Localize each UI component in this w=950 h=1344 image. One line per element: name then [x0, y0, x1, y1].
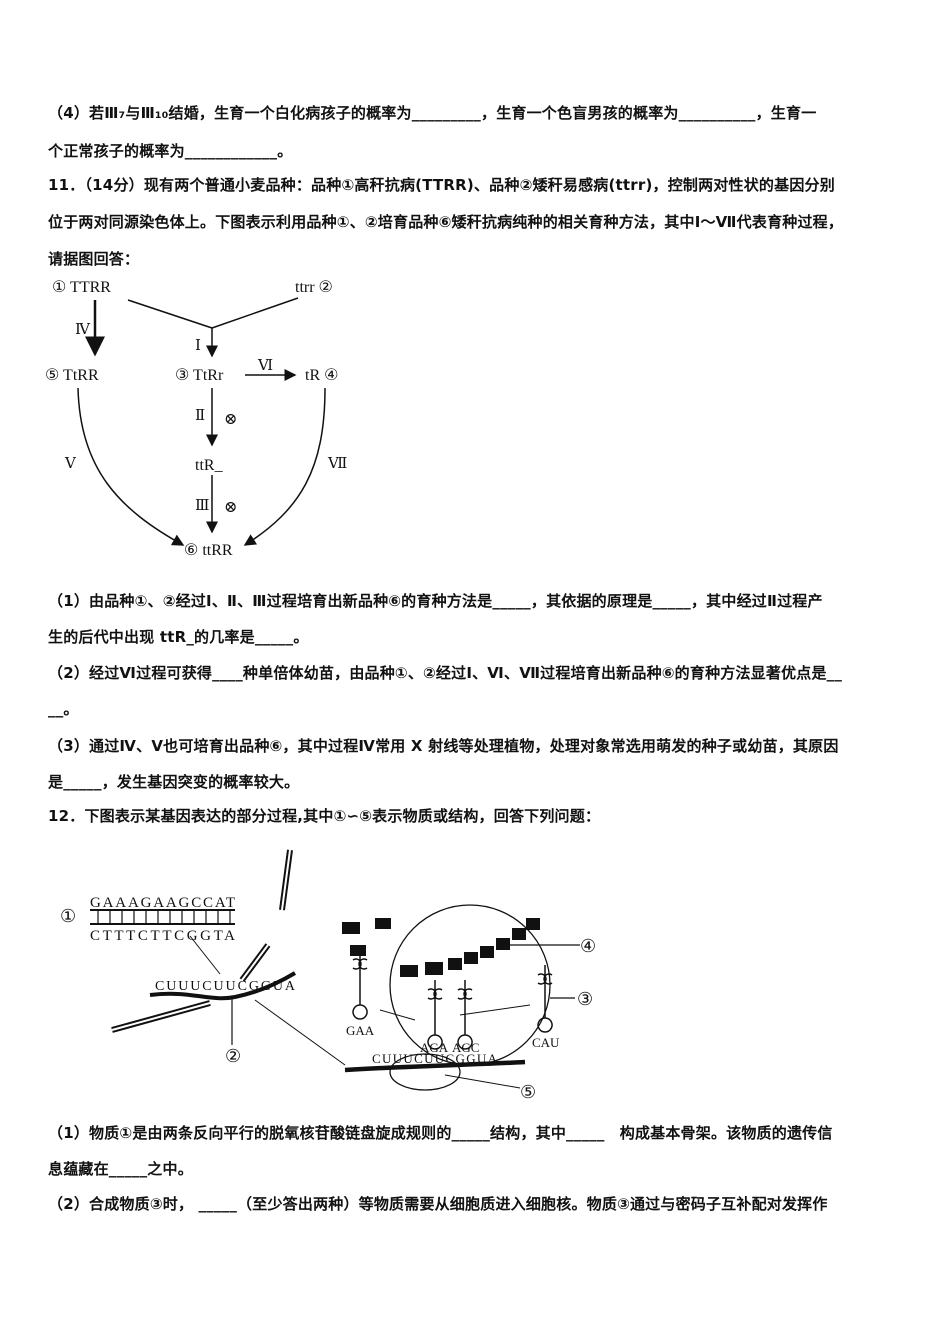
q11-intro-line3: 请据图回答：: [48, 250, 140, 268]
q10-part4-line2: 个正常孩子的概率为____________。: [48, 142, 293, 160]
q11-sub2-line1: （2）经过Ⅵ过程可获得____种单倍体幼苗，由品种①、②经过Ⅰ、Ⅵ、Ⅶ过程培育出…: [48, 664, 843, 682]
process-3-label: Ⅲ: [195, 498, 209, 514]
anticodon-cau: CAU: [532, 1035, 560, 1050]
dna-top-strand: GAAAGAAGCCAT: [90, 895, 235, 911]
label-3-trna: ③: [577, 989, 593, 1009]
node-4-tr: tR ④: [305, 367, 338, 384]
node-1-ttrr: ① TTRR: [52, 279, 111, 296]
q12-sub1-line1: （1）物质①是由两条反向平行的脱氧核苷酸链盘旋成规则的_____结构，其中___…: [48, 1124, 833, 1142]
q11-sub1-line1: （1）由品种①、②经过Ⅰ、Ⅱ、Ⅲ过程培育出新品种⑥的育种方法是_____，其依据…: [48, 592, 823, 610]
dna-bottom-strand: CTTTCTTCGGTA: [90, 928, 235, 944]
q11-intro-line1: 11．（14分）现有两个普通小麦品种：品种①高秆抗病(TTRR)、品种②矮秆易感…: [48, 176, 835, 194]
process-4-label: Ⅳ: [75, 322, 91, 338]
q12-sub1-line2: 息蕴藏在_____之中。: [48, 1160, 193, 1178]
gene-expression-diagram: ① GAAAGAAGCCAT CTTTCTTCGGTA CUUUCUUCGGUA…: [60, 849, 596, 1102]
q11-sub1-line2: 生的后代中出现 ttR_的几率是_____。: [48, 628, 309, 646]
q12-intro: 12．下图表示某基因表达的部分过程,其中①∽⑤表示物质或结构，回答下列问题：: [48, 807, 601, 825]
q12-sub2-line1: （2）合成物质③时， _____（至少答出两种）等物质需要从细胞质进入细胞核。物…: [48, 1195, 828, 1213]
q11-sub3-line2: 是_____，发生基因突变的概率较大。: [48, 773, 300, 791]
breeding-diagram: ① TTRR ttrr ② Ⅳ Ⅰ ⑤ TtRR ③ TtRr Ⅵ tR ④ Ⅱ…: [45, 279, 347, 559]
node-6-ttrr: ⑥ ttRR: [184, 542, 233, 559]
node-ttr: ttR_: [195, 457, 224, 474]
anticodon-aga: AGA: [420, 1040, 449, 1055]
label-1-dna: ①: [60, 906, 76, 926]
amino-acid-chain: [342, 918, 540, 977]
anticodon-agc: AGC: [452, 1040, 479, 1055]
q11-intro-line2: 位于两对同源染色体上。下图表示利用品种①、②培育品种⑥矮秆抗病纯种的相关育种方法…: [48, 213, 844, 231]
mrna-right-sequence: CUUUCUUCGGUA: [372, 1051, 498, 1066]
node-5-ttrr: ⑤ TtRR: [45, 367, 99, 384]
node-3-ttrr: ③ TtRr: [175, 367, 224, 384]
selfing-symbol-2: ⊗: [224, 499, 237, 516]
q10-part4-line1: （4）若Ⅲ₇与Ⅲ₁₀结婚，生育一个白化病孩子的概率为_________，生育一个…: [48, 104, 817, 122]
process-2-label: Ⅱ: [195, 408, 205, 424]
label-4-polypeptide: ④: [580, 936, 596, 956]
process-6-label: Ⅵ: [257, 358, 273, 374]
label-2-mrna: ②: [225, 1046, 241, 1066]
node-2-ttrr: ttrr ②: [295, 279, 333, 296]
anticodon-gaa: GAA: [346, 1023, 375, 1038]
q11-sub3-line1: （3）通过Ⅳ、Ⅴ也可培育出品种⑥，其中过程Ⅳ常用 X 射线等处理植物，处理对象常…: [48, 737, 839, 755]
q11-sub2-line2: __。: [48, 700, 79, 718]
label-5-ribosome: ⑤: [520, 1082, 536, 1102]
selfing-symbol-1: ⊗: [224, 411, 237, 428]
mrna-left-sequence: CUUUCUUCGGUA: [155, 979, 296, 994]
process-7-label: Ⅶ: [327, 456, 347, 472]
process-1-label: Ⅰ: [195, 338, 201, 354]
process-5-label: Ⅴ: [64, 456, 77, 472]
